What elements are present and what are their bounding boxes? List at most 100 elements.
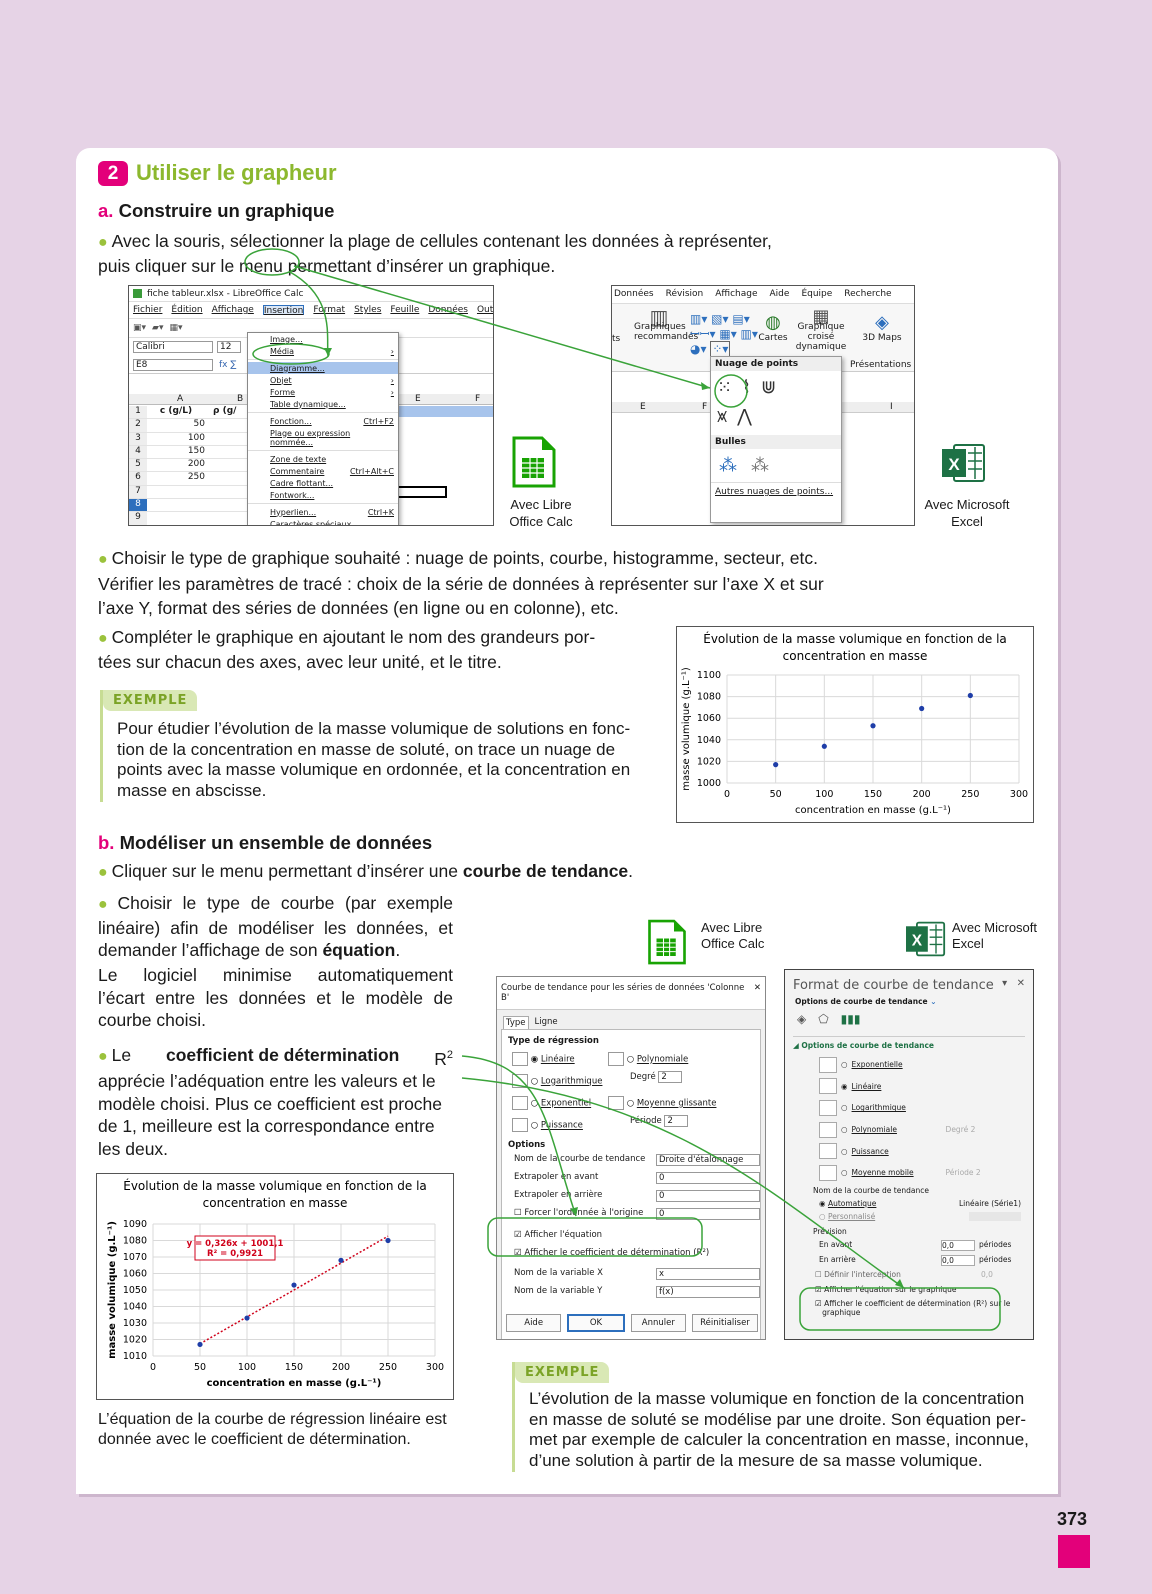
bubble-icon[interactable]: ⁂ [719,455,737,476]
open-icon[interactable]: ▰▾ [152,323,164,333]
menubar-item[interactable]: Édition [171,305,203,315]
cell-a[interactable]: 250 [187,472,205,483]
row-number[interactable]: 1 [129,406,147,419]
effects-icon[interactable]: ⬠ [818,1012,829,1026]
insert-menu-item[interactable]: Objet› [248,374,398,386]
fill-icon[interactable]: ◈ [797,1012,807,1026]
cell-a[interactable]: 150 [187,445,205,456]
reset-button[interactable]: Réinitialiser [691,1314,758,1332]
scatter-markers-icon[interactable]: ⁙ [717,377,733,398]
cell-b[interactable] [209,446,247,458]
panel-trend-type[interactable]: ○Exponentielle [819,1054,1033,1076]
excel-tab[interactable]: Aide [769,289,790,299]
backward-input[interactable]: 0,0 [941,1254,975,1266]
tab-ligne[interactable]: Ligne [534,1017,558,1027]
recommended-charts-button[interactable]: ▥ Graphiques recommandés [634,307,698,342]
period-spinner[interactable]: 2 [664,1115,688,1127]
cell-b[interactable] [209,419,247,431]
type-linear[interactable]: ◉ Linéaire [512,1052,575,1066]
excel-tab[interactable]: Révision [665,289,704,299]
cancel-button[interactable]: Annuler [630,1314,686,1332]
menubar-item[interactable]: Affichage [211,305,254,315]
field-input[interactable]: Droite d'étalonnage [656,1154,760,1166]
cell-b[interactable] [209,433,247,445]
cell-a[interactable] [147,499,209,511]
scatter-straight-icon[interactable]: ⋀ [737,406,752,427]
excel-tab[interactable]: Recherche [844,289,892,299]
bubble-3d-icon[interactable]: ⁂ [751,455,769,476]
panel-check-r2[interactable]: ☑ Afficher le coefficient de déterminati… [815,1298,1011,1317]
insert-menu-item[interactable]: Forme› [248,386,398,398]
font-name-box[interactable]: Calibri [133,341,213,353]
function-wizard-icon[interactable]: fx ∑ [219,359,237,370]
check-r2[interactable]: ☑ Afficher le coefficient de déterminati… [514,1248,710,1258]
row-number[interactable]: 7 [129,485,147,499]
insert-menu-item[interactable]: Caractères spéciaux... [248,518,398,526]
cell-b[interactable] [209,512,247,524]
help-button[interactable]: Aide [506,1314,562,1332]
insert-menu-item[interactable]: Table dynamique... [248,398,398,410]
selected-cell-e8[interactable] [397,486,447,498]
cell-a[interactable]: c (g/L) [159,406,193,416]
forward-input[interactable]: 0,0 [941,1239,975,1251]
custom-name-input[interactable] [969,1211,1021,1221]
custom-option[interactable]: ○ Personnalisé [819,1211,1033,1221]
row-number[interactable]: 9 [129,512,147,525]
field-input[interactable]: 0 [656,1190,760,1202]
var-x-input[interactable]: x [656,1268,760,1280]
cell-b[interactable] [209,459,247,471]
type-moving-average[interactable]: ○ Moyenne glissante [608,1096,716,1110]
insert-menu-item[interactable]: Hyperlien...Ctrl+K [248,506,398,518]
more-scatter-charts-link[interactable]: Autres nuages de points... [711,482,841,501]
chart-type-icons[interactable]: ▥▾ ▧▾ ▤▾ꟷꟷ▾ ▦▾ ▥▾◕▾ ⁘▾ [690,312,758,357]
panel-check-equation[interactable]: ☑ Afficher l'équation sur le graphique [815,1284,957,1294]
var-y-input[interactable]: f(x) [656,1286,760,1298]
menubar-item[interactable]: Insertion [262,305,305,316]
insert-menu-item[interactable]: Zone de texte [248,453,398,465]
field-input[interactable]: 0 [656,1172,760,1184]
cell-a[interactable]: 100 [187,432,205,443]
scatter-smooth-icon[interactable]: ⋓ [760,377,776,398]
insert-menu-item[interactable]: Fontwork... [248,489,398,501]
insert-menu-item[interactable]: Diagramme... [248,362,398,374]
insert-menu-item[interactable]: Cadre flottant... [248,477,398,489]
font-size-box[interactable]: 12 [217,341,241,353]
row-number[interactable]: 8 [129,499,147,512]
excel-tab[interactable]: Équipe [801,289,833,299]
panel-controls[interactable]: ▾ ✕ [1002,978,1025,989]
insert-menu-item[interactable]: Média› [248,345,398,357]
tab-type[interactable]: Type [503,1016,529,1029]
maps-button[interactable]: ◍ Cartes [758,312,788,343]
type-exponential[interactable]: ○ Exponentiel [512,1096,591,1110]
excel-tab[interactable]: Affichage [715,289,758,299]
row-number[interactable]: 5 [129,459,147,472]
panel-trend-type[interactable]: ○Puissance [819,1140,1033,1162]
cell-a[interactable] [147,486,209,498]
field-input[interactable]: 0 [656,1208,760,1220]
cell-b[interactable]: ρ (g/ [213,406,237,416]
scatter-smooth-lines-icon[interactable]: ⌇ [742,377,751,398]
period-control[interactable]: Période 2 [945,1168,981,1178]
row-number[interactable]: 4 [129,445,147,459]
cell-a[interactable] [147,512,209,524]
cell-a[interactable]: 50 [193,419,205,430]
row-number[interactable]: 6 [129,472,147,485]
new-icon[interactable]: ▣▾ [133,323,147,333]
insert-menu-item[interactable]: Plage ou expression nommée... [248,427,398,448]
type-power[interactable]: ○ Puissance [512,1118,583,1132]
panel-trend-type[interactable]: ○Logarithmique [819,1097,1033,1119]
menubar-item[interactable]: Outils [476,305,494,315]
menubar-item[interactable]: Styles [354,305,382,315]
bar-chart-icon[interactable]: ▮▮▮ [840,1012,861,1026]
scatter-straight-lines-icon[interactable]: ⩙ [717,406,728,427]
row-number[interactable]: 2 [129,419,147,432]
cell-b[interactable] [209,499,247,511]
panel-trend-type[interactable]: ◉Linéaire [819,1076,1033,1098]
excel-tab[interactable]: Données [614,289,654,299]
close-icon[interactable]: ✕ [753,983,761,993]
menubar-item[interactable]: Format [313,305,346,315]
